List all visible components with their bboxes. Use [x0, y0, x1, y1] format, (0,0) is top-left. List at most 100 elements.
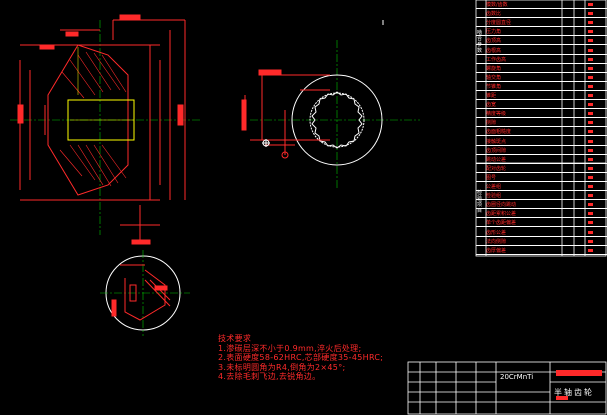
parameter-value-mark	[588, 12, 593, 16]
parameter-label: 法向侧隙	[486, 238, 507, 245]
parameter-row: 图号	[476, 173, 607, 182]
parameter-label: 精度等级	[486, 111, 507, 118]
parameter-label: 节锥角	[486, 83, 502, 90]
parameter-value-mark	[588, 139, 593, 143]
parameter-row: 齿顶高	[476, 36, 607, 46]
parameter-value-mark	[588, 66, 593, 70]
parameter-value-mark	[588, 84, 593, 88]
parameter-value-mark	[588, 212, 593, 216]
parameter-value-mark	[588, 112, 593, 116]
requirement-item-3: 3.未标明圆角为R4,倒角为2×45°;	[218, 362, 346, 372]
parameter-row: 齿厚偏差	[476, 246, 607, 255]
parameter-section-label: 啮合参数	[477, 30, 483, 54]
parameter-label: 齿宽	[486, 102, 497, 109]
parameter-value-mark	[588, 48, 593, 52]
material-label: 20CrMnTi	[500, 373, 534, 381]
parameter-label: 齿厚偏差	[486, 247, 507, 254]
parameter-value-mark	[588, 239, 593, 243]
parameter-label: 轴交角	[486, 74, 502, 81]
parameter-label: 齿顶间隙	[486, 147, 507, 154]
parameter-label: 公差组	[486, 184, 502, 190]
parameter-row: 模数/齿数	[476, 0, 607, 10]
parameter-value-mark	[588, 230, 593, 234]
parameter-label: 图号	[486, 174, 497, 181]
technical-requirements-title: 技术要求	[218, 334, 252, 343]
parameter-label: 锥距	[486, 93, 497, 99]
spline-end-view	[241, 20, 420, 190]
technical-requirements: 技术要求 1.渗碳层深不小于0.9mm,淬火后处理; 2.表面硬度58-62HR…	[218, 334, 383, 382]
parameter-label: 齿面粗糙度	[486, 129, 512, 136]
parameter-row: 锥距	[476, 91, 607, 101]
parameter-row: 侧隙	[476, 118, 607, 128]
parameter-row: 齿宽	[476, 100, 607, 110]
parameter-label: 齿顶高	[486, 38, 502, 45]
parameter-row: 工作齿高	[476, 55, 607, 64]
parameter-row: 齿根高	[476, 46, 607, 55]
parameter-row: 法向侧隙	[476, 237, 607, 246]
parameter-row: 节锥角	[476, 82, 607, 91]
parameter-row: 轴交角	[476, 73, 607, 82]
parameter-label: 齿形公差	[486, 229, 507, 236]
parameter-label: 模数/齿数	[486, 2, 508, 8]
parameter-label: 跳动公差	[486, 156, 507, 163]
parameter-label: 分度圆直径	[486, 20, 512, 27]
parameter-value-mark	[588, 185, 593, 188]
requirement-item-1: 1.渗碳层深不小于0.9mm,淬火后处理;	[218, 343, 362, 353]
parameter-value-mark	[588, 103, 593, 107]
parameter-value-mark	[588, 30, 593, 34]
parameter-row: 齿距累积公差	[476, 209, 607, 219]
parameter-value-mark	[588, 148, 593, 152]
parameter-label: 单个齿距偏差	[486, 220, 517, 227]
parameter-label: 螺旋角	[486, 65, 502, 72]
parameter-value-mark	[588, 75, 593, 79]
parameter-row: 齿顶间隙	[476, 146, 607, 155]
parameter-label: 齿圈径向跳动	[486, 202, 517, 209]
parameter-value-mark	[588, 166, 593, 170]
parameter-row: 公差组	[476, 182, 607, 192]
requirement-item-2: 2.表面硬度58-62HRC,芯部硬度35-45HRC;	[218, 353, 384, 363]
parameter-row: 齿形公差	[476, 228, 607, 237]
parameter-value-mark	[588, 221, 593, 225]
parameter-value-mark	[588, 39, 593, 43]
parameter-row: 跳动公差	[476, 155, 607, 164]
parameter-value-mark	[588, 248, 593, 252]
parameter-value-mark	[588, 121, 593, 125]
parameter-label: 侧隙	[486, 120, 497, 127]
parameter-label: 配对齿轮	[486, 165, 507, 172]
parameter-label: 检验组	[486, 193, 502, 200]
parameter-value-mark	[588, 57, 593, 61]
parameter-value-mark	[588, 157, 593, 161]
parameter-row: 齿数比	[476, 9, 607, 19]
parameter-row: 齿面粗糙度	[476, 127, 607, 137]
parameter-label: 齿距累积公差	[486, 211, 517, 218]
parameter-value-mark	[588, 130, 593, 134]
title-block-frame	[407, 361, 607, 415]
parameter-row: 检验组	[476, 191, 607, 201]
parameter-value-mark	[588, 203, 593, 207]
requirement-item-4: 4.去除毛刺飞边,去锐角边。	[218, 372, 321, 382]
parameter-row: 分度圆直径	[476, 18, 607, 28]
parameter-value-mark	[588, 194, 593, 198]
parameter-value-mark	[588, 3, 593, 6]
parameter-label: 压力角	[486, 29, 502, 36]
parameter-label: 接触斑点	[486, 138, 507, 145]
parameter-row: 接触斑点	[476, 137, 607, 146]
parameter-row: 压力角	[476, 27, 607, 37]
parameter-label: 齿根高	[486, 47, 502, 54]
parameter-label: 工作齿高	[486, 56, 507, 63]
parameter-value-mark	[588, 21, 593, 25]
tooth-detail-view	[100, 250, 190, 336]
parameter-value-mark	[588, 94, 593, 97]
parameter-row: 齿圈径向跳动	[476, 200, 607, 210]
parameter-row: 单个齿距偏差	[476, 218, 607, 228]
parameter-value-mark	[588, 175, 593, 179]
parameter-row: 螺旋角	[476, 64, 607, 73]
part-name-label: 半轴齿轮	[554, 388, 594, 397]
parameter-row: 精度等级	[476, 109, 607, 119]
parameter-section-label: 检验项目	[477, 190, 483, 214]
parameter-label: 齿数比	[486, 11, 502, 18]
parameter-table: 模数/齿数齿数比分度圆直径压力角齿顶高齿根高工作齿高螺旋角轴交角节锥角锥距齿宽精…	[476, 0, 607, 256]
parameter-row: 配对齿轮	[476, 164, 607, 173]
gear-section-view	[10, 14, 200, 245]
